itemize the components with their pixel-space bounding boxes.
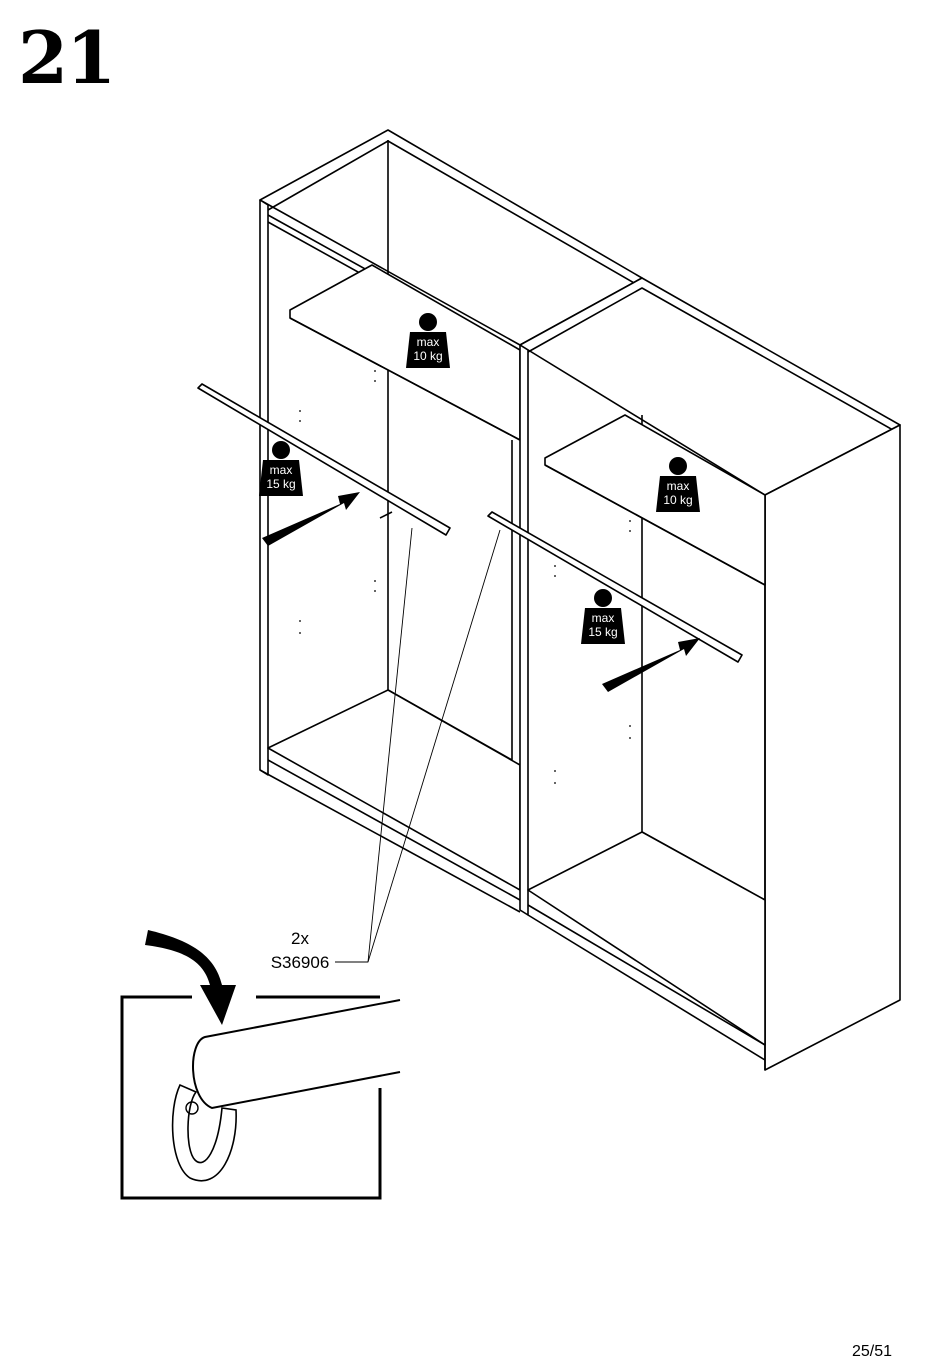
weight-label: max bbox=[270, 463, 293, 477]
weight-label: 10 kg bbox=[663, 493, 692, 507]
part-code: S36906 bbox=[271, 953, 330, 972]
part-quantity: 2x bbox=[291, 929, 309, 948]
left-wardrobe bbox=[198, 130, 642, 912]
weight-label: max bbox=[592, 611, 615, 625]
weight-label: 10 kg bbox=[413, 349, 442, 363]
detail-box bbox=[122, 930, 400, 1198]
weight-label: 15 kg bbox=[588, 625, 617, 639]
weight-label: 15 kg bbox=[266, 477, 295, 491]
page-number: 25/51 bbox=[852, 1343, 892, 1361]
right-wardrobe bbox=[488, 278, 900, 1070]
weight-label: max bbox=[417, 335, 440, 349]
weight-label: max bbox=[667, 479, 690, 493]
